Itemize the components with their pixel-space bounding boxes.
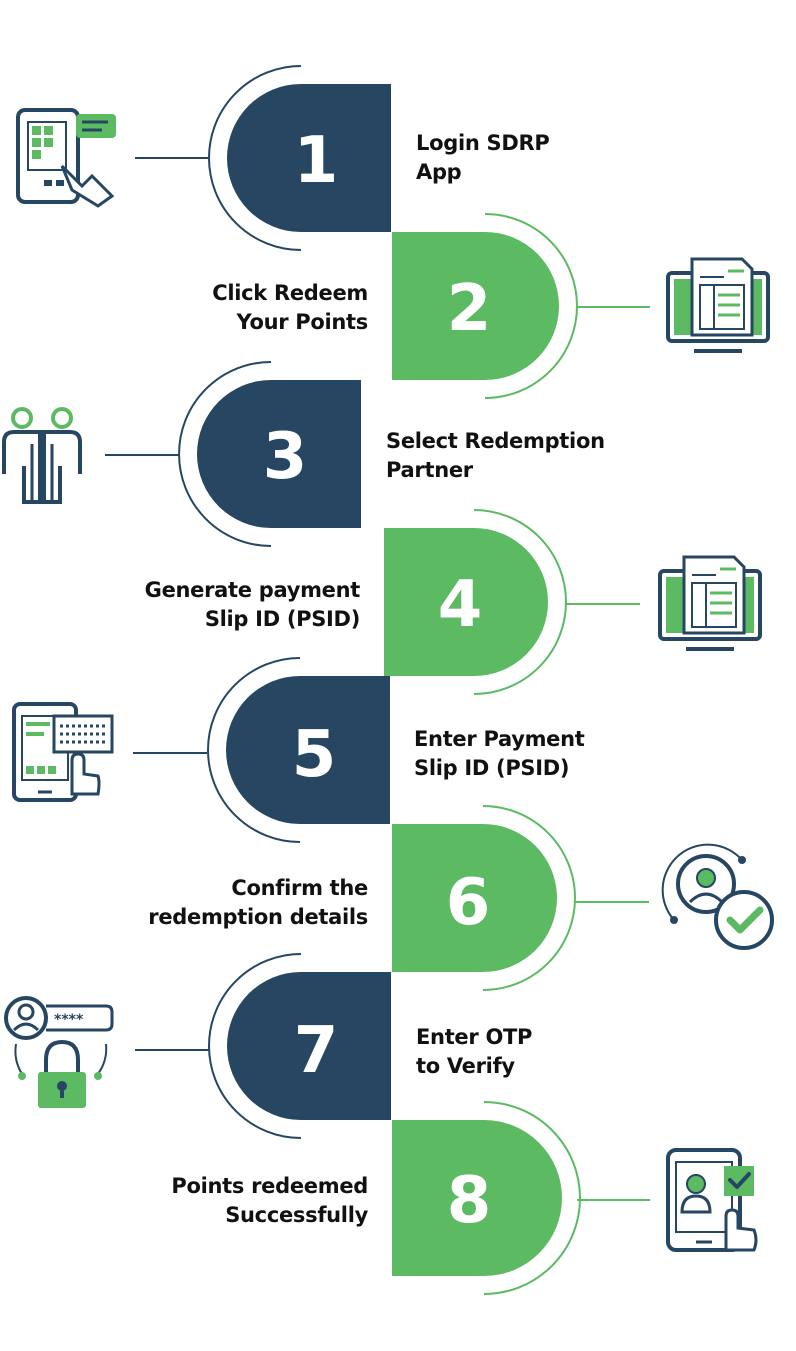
step-1-shape bbox=[227, 84, 391, 232]
step-3-label-line1: Select Redemption bbox=[386, 429, 605, 453]
smartphone-touch-icon bbox=[16, 108, 116, 208]
step-8-label-line1: Points redeemed bbox=[171, 1174, 368, 1198]
step-7-label-line2: to Verify bbox=[416, 1054, 515, 1078]
step-8-shape bbox=[392, 1120, 562, 1276]
step-5-outer-arc bbox=[207, 657, 301, 843]
step-7-label-line1: Enter OTP bbox=[416, 1025, 533, 1049]
step-4-label: Generate payment Slip ID (PSID) bbox=[144, 576, 361, 634]
step-5-number: 5 bbox=[292, 718, 337, 792]
step-1-label-line1: Login SDRP bbox=[416, 131, 550, 155]
step-6-outer-arc bbox=[482, 805, 576, 991]
step-4-label-line1: Generate payment bbox=[144, 578, 361, 602]
step-4-shape bbox=[384, 528, 548, 676]
partners-people-icon bbox=[2, 407, 82, 504]
step-4-label-line2: Slip ID (PSID) bbox=[204, 607, 360, 631]
step-5-label: Enter Payment Slip ID (PSID) bbox=[414, 725, 585, 783]
step-8-outer-arc bbox=[483, 1101, 581, 1295]
step-1-number: 1 bbox=[294, 124, 339, 198]
step-2-outer-arc bbox=[484, 213, 578, 399]
step-4-outer-arc bbox=[473, 509, 567, 695]
step-2-label-line1: Click Redeem bbox=[212, 281, 368, 305]
user-check-icon bbox=[661, 843, 774, 950]
step-5-shape bbox=[226, 676, 390, 824]
step-1: 1 bbox=[16, 65, 391, 251]
step-6: 6 bbox=[392, 805, 774, 991]
password-lock-icon: **** bbox=[4, 996, 114, 1108]
step-8-label: Points redeemed Successfully bbox=[171, 1172, 368, 1230]
step-1-label: Login SDRP App bbox=[416, 129, 550, 187]
step-3-label-line2: Partner bbox=[386, 458, 473, 482]
step-2-label-line2: Your Points bbox=[236, 310, 368, 334]
step-3-shape bbox=[197, 380, 361, 528]
step-3: 3 bbox=[2, 361, 361, 547]
step-5-label-line2: Slip ID (PSID) bbox=[414, 756, 570, 780]
step-2-shape bbox=[392, 232, 559, 380]
step-4: 4 bbox=[384, 509, 762, 695]
step-8-label-line2: Successfully bbox=[225, 1203, 368, 1227]
step-7-outer-arc bbox=[208, 953, 302, 1139]
tablet-user-verified-icon bbox=[666, 1148, 758, 1252]
step-7-shape bbox=[227, 972, 391, 1120]
step-5: 5 bbox=[12, 657, 390, 843]
step-2-label: Click Redeem Your Points bbox=[212, 279, 368, 337]
svg-text:****: **** bbox=[54, 1012, 84, 1028]
tablet-keyboard-icon bbox=[12, 702, 114, 802]
step-6-label-line1: Confirm the bbox=[231, 876, 368, 900]
monitor-document-icon bbox=[666, 257, 770, 353]
step-7-label: Enter OTP to Verify bbox=[416, 1023, 532, 1081]
step-3-outer-arc bbox=[178, 361, 272, 547]
step-8-number: 8 bbox=[447, 1164, 492, 1238]
step-7: 7 **** bbox=[4, 953, 391, 1139]
step-3-number: 3 bbox=[263, 420, 308, 494]
monitor-document-icon-2 bbox=[658, 555, 762, 651]
step-6-label: Confirm the redemption details bbox=[148, 874, 368, 932]
step-6-shape bbox=[392, 824, 557, 972]
step-4-number: 4 bbox=[438, 568, 483, 642]
step-1-outer-arc bbox=[208, 65, 302, 251]
step-7-number: 7 bbox=[294, 1014, 339, 1088]
step-5-label-line1: Enter Payment bbox=[414, 727, 585, 751]
step-1-label-line2: App bbox=[416, 160, 462, 184]
step-3-label: Select Redemption Partner bbox=[386, 427, 605, 485]
step-8: 8 bbox=[392, 1101, 758, 1295]
step-2-number: 2 bbox=[447, 272, 492, 346]
step-6-number: 6 bbox=[446, 866, 491, 940]
step-2: 2 bbox=[392, 213, 770, 399]
step-6-label-line2: redemption details bbox=[148, 905, 368, 929]
